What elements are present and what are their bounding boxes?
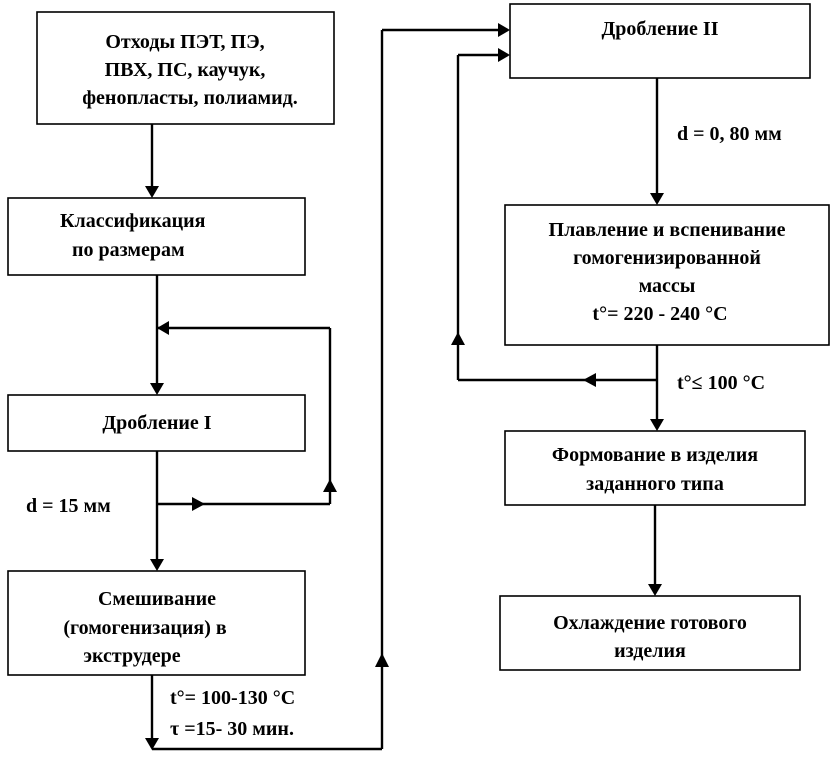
melting-line-4: t°= 220 - 240 °С xyxy=(592,303,727,325)
return-loop-right-arrowhead xyxy=(498,48,510,62)
classification-line-2: по размерам xyxy=(72,239,185,261)
cooling-box xyxy=(499,595,801,671)
cooling-line-2: изделия xyxy=(614,640,686,662)
recycle-loop-right-arrowhead xyxy=(192,497,205,511)
crushing-to-mixing-arrowhead xyxy=(150,559,164,571)
mixing-line-3: экструдере xyxy=(83,645,180,667)
recycle-loop-up-arrowhead xyxy=(323,479,337,492)
melting-line-2: гомогенизированной xyxy=(573,247,761,269)
melting-to-forming-arrowhead xyxy=(650,419,664,431)
top-connector-arrowhead xyxy=(498,23,510,37)
crushing-1-label: Дробление I xyxy=(102,412,211,434)
crushing-1-box xyxy=(7,394,306,452)
vertical-connector-up-arrowhead xyxy=(375,653,389,667)
mixing-temperature-label: t°= 100-130 °С xyxy=(170,687,295,709)
return-loop-left-arrowhead xyxy=(583,373,596,387)
waste-box xyxy=(36,11,335,125)
particle-size-label-1: d = 15 мм xyxy=(26,495,111,517)
waste-line-3: фенопласты, полиамид. xyxy=(82,87,298,109)
cooling-temperature-label: t°≤ 100 °С xyxy=(677,372,765,394)
mixing-line-2: (гомогенизация) в xyxy=(63,617,227,639)
cooling-line-1: Охлаждение готового xyxy=(553,612,747,634)
waste-line-1: Отходы ПЭТ, ПЭ, xyxy=(105,31,264,53)
recycle-loop-left-arrowhead xyxy=(157,321,169,335)
melting-box xyxy=(504,204,830,346)
melting-line-3: массы xyxy=(639,275,696,297)
waste-to-classification-arrowhead xyxy=(145,186,159,198)
forming-to-cooling-arrowhead xyxy=(648,584,662,596)
mixing-time-label: τ =15- 30 мин. xyxy=(170,718,294,740)
mixing-box xyxy=(7,570,306,676)
crushing2-to-melting-arrowhead xyxy=(650,193,664,205)
classification-box xyxy=(7,197,306,276)
waste-line-2: ПВХ, ПС, каучук, xyxy=(105,59,266,81)
forming-box xyxy=(504,430,806,506)
return-loop-up-arrowhead xyxy=(451,332,465,345)
forming-line-1: Формование в изделия xyxy=(552,444,758,466)
melting-line-1: Плавление и вспенивание xyxy=(549,219,786,241)
classification-to-crushing-arrowhead xyxy=(150,383,164,395)
particle-size-label-2: d = 0, 80 мм xyxy=(677,123,782,145)
forming-line-2: заданного типа xyxy=(586,473,724,495)
classification-line-1: Классификация xyxy=(60,210,206,232)
mixing-line-1: Смешивание xyxy=(98,588,216,610)
crushing-2-label: Дробление II xyxy=(602,18,719,40)
mixing-down-arrowhead xyxy=(145,738,159,750)
crushing-2-box xyxy=(509,3,811,79)
